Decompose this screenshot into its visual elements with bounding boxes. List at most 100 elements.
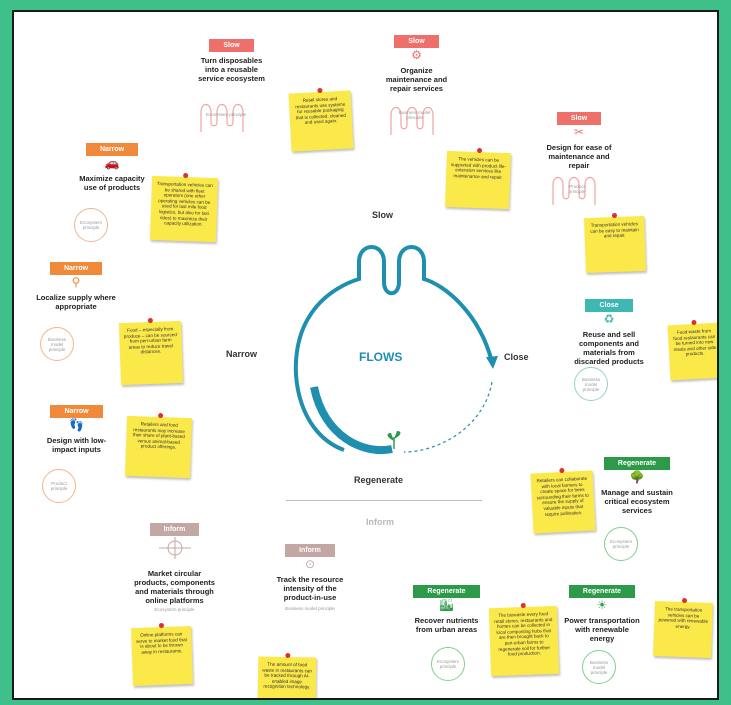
- card-recover-nutrients: Regenerate 🏙 Recover nutrients from urba…: [409, 580, 484, 634]
- tag-narrow: Narrow: [85, 143, 139, 156]
- card-turn-disposables: Slow Turn disposables into a reusable se…: [194, 34, 269, 83]
- card-title: Market circular products, components and…: [134, 569, 215, 605]
- recycle-icon: ♻: [603, 312, 615, 326]
- label-slow: Slow: [372, 210, 394, 220]
- tag-regenerate: Regenerate: [568, 585, 636, 598]
- principle-label: Ecosystem principle: [206, 112, 247, 117]
- principle-label: Ecosystem principle: [154, 607, 195, 612]
- pushpin-icon: [158, 622, 165, 629]
- flow-loop-dashed: [403, 381, 493, 453]
- card-title: Track the resource intensity of the prod…: [276, 575, 344, 602]
- tag-inform: Inform: [149, 523, 200, 536]
- sticky-note: Retail stores and restaurants use system…: [288, 87, 354, 152]
- pushpin-icon: [183, 172, 189, 179]
- pushpin-icon: [691, 319, 697, 326]
- card-market-circular-products: Inform Market circular products, compone…: [132, 518, 217, 612]
- tag-slow: Slow: [209, 39, 254, 52]
- principle-circle: Business model principle: [40, 327, 74, 361]
- card-title: Turn disposables into a reusable service…: [198, 56, 265, 83]
- pushpin-icon: [285, 652, 291, 659]
- card-title: Recover nutrients from urban areas: [414, 616, 479, 634]
- car-icon: 🚗: [104, 156, 120, 170]
- principle-label: Business model principle: [285, 606, 335, 611]
- city-icon: 🏙: [438, 598, 455, 612]
- tools-icon: ✂: [573, 125, 585, 139]
- pushpin-icon: [157, 412, 163, 419]
- sticky-note: Transportation vehicles can be easy to m…: [584, 212, 646, 274]
- card-title: Manage and sustain critical ecosystem se…: [601, 488, 673, 515]
- pushpin-icon: [520, 602, 526, 609]
- board: FLOWS Slow Narrow Close Regenerate Infor…: [12, 10, 719, 700]
- footprint-icon: 👣: [69, 418, 84, 432]
- location-pin-icon: ⚲: [71, 275, 81, 289]
- principle-circle: Ecosystem principle: [74, 208, 108, 242]
- principle-circle: Business model principle: [574, 367, 608, 401]
- card-title: Maximize capacity use of products: [79, 174, 145, 192]
- tag-regenerate: Regenerate: [603, 457, 671, 470]
- principle-circle: Business model principle: [582, 650, 616, 684]
- card-maximize-capacity: Narrow 🚗 Maximize capacity use of produc…: [72, 138, 152, 192]
- card-power-transportation: Regenerate ☀ Power transportation with r…: [562, 580, 642, 643]
- sticky-note: Food waste from food restaurants can be …: [667, 319, 717, 381]
- sticky-note: Retailers can collaborate with local far…: [530, 467, 596, 534]
- sticky-note: The amount of food waste in restaurants …: [257, 652, 317, 698]
- flow-taper: [310, 386, 393, 454]
- flows-center-label: FLOWS: [359, 350, 403, 364]
- label-close: Close: [504, 352, 529, 362]
- tag-slow: Slow: [556, 112, 602, 125]
- pushpin-icon: [317, 87, 323, 94]
- pushpin-icon: [611, 212, 618, 219]
- solar-panel-icon: ☀: [596, 598, 608, 612]
- tag-narrow: Narrow: [50, 405, 103, 418]
- flow-arrow-head: [486, 356, 498, 369]
- pushpin-icon: [147, 317, 153, 324]
- inform-divider: [286, 500, 482, 501]
- slow-loop-icon: [390, 106, 434, 135]
- principle-label: Business model principle: [398, 110, 431, 120]
- wrench-gear-icon: ⚙: [411, 48, 422, 62]
- card-title: Localize supply where appropriate: [36, 293, 116, 311]
- card-design-ease-maintenance: Slow ✂ Design for ease of maintenance an…: [539, 107, 619, 170]
- label-regenerate: Regenerate: [354, 475, 404, 485]
- sticky-note: The biowaste every food retail stores, r…: [488, 602, 560, 677]
- sticky-note: Food – especially from produce – can be …: [118, 317, 184, 386]
- sticky-note: Transportation vehicles can be shared wi…: [149, 172, 219, 243]
- slow-loop-icon: [200, 103, 244, 132]
- label-inform: Inform: [366, 517, 394, 527]
- sticky-note: The vehicles can be supported with produ…: [445, 147, 511, 210]
- card-title: Design for ease of maintenance and repai…: [546, 143, 612, 170]
- tag-close: Close: [585, 299, 633, 312]
- sticky-note: Retailers and food restaurants may incre…: [124, 412, 193, 479]
- principle-circle: Product principle: [42, 469, 76, 503]
- card-title: Design with low-impact inputs: [46, 436, 107, 454]
- card-title: Reuse and sell components and materials …: [574, 330, 644, 366]
- pushpin-icon: [559, 467, 565, 474]
- card-track-resource-intensity: Inform ⊙ Track the resource intensity of…: [269, 539, 351, 611]
- principle-label: Product principle: [568, 184, 586, 194]
- card-manage-ecosystem-services: Regenerate 🌳 Manage and sustain critical…: [597, 452, 677, 515]
- card-organize-maintenance: Slow ⚙ Organize maintenance and repair s…: [379, 30, 454, 93]
- sensor-icon: ⊙: [304, 557, 316, 571]
- card-localize-supply: Narrow ⚲ Localize supply where appropria…: [36, 257, 116, 311]
- tag-inform: Inform: [285, 544, 335, 557]
- sprout-icon: [387, 431, 401, 449]
- sticky-note: The transportation vehicles can be power…: [653, 597, 713, 658]
- slow-loop-icon: [552, 176, 596, 205]
- flows-diagram: [293, 245, 498, 454]
- pushpin-icon: [476, 147, 483, 154]
- flow-loop-solid: [293, 245, 494, 452]
- tag-narrow: Narrow: [49, 262, 103, 275]
- card-reuse-sell-components: Close ♻ Reuse and sell components and ma…: [569, 294, 649, 366]
- tag-regenerate: Regenerate: [413, 585, 480, 598]
- network-icon: [158, 537, 191, 559]
- principle-circle: Ecosystem principle: [431, 647, 465, 681]
- label-narrow: Narrow: [226, 349, 258, 359]
- card-title: Organize maintenance and repair services: [385, 66, 448, 93]
- card-title: Power transportation with renewable ener…: [564, 616, 640, 643]
- principle-circle: Ecosystem principle: [604, 527, 638, 561]
- card-design-low-impact: Narrow 👣 Design with low-impact inputs: [39, 400, 114, 454]
- tree-icon: 🌳: [629, 470, 645, 484]
- pushpin-icon: [681, 597, 688, 604]
- tag-slow: Slow: [394, 35, 439, 48]
- sticky-note: Online platforms can serve to market foo…: [131, 622, 193, 687]
